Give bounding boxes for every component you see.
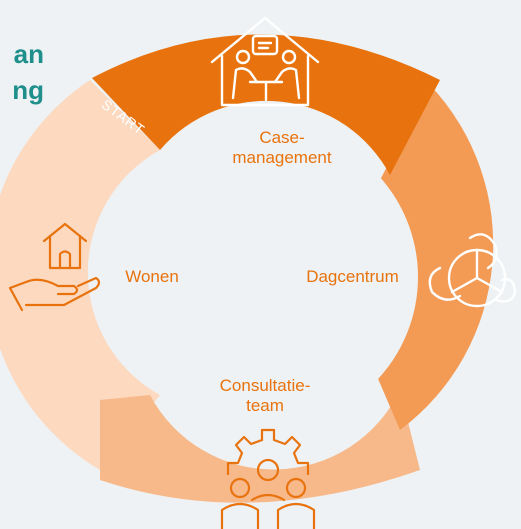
label-casemanagement-line-1: Case- — [259, 128, 305, 147]
label-dagcentrum: Dagcentrum — [306, 267, 399, 286]
heading-line-1: an — [13, 39, 44, 69]
heading-line-2: ng — [12, 75, 44, 105]
house-in-hand-icon — [8, 222, 101, 312]
center-circle — [118, 127, 418, 427]
label-wonen: Wonen — [125, 267, 179, 286]
team-gear-icon — [220, 428, 316, 529]
label-consultatieteam: Consultatie- team — [200, 376, 330, 416]
label-consultatieteam-line-2: team — [246, 396, 284, 415]
label-consultatieteam-line-1: Consultatie- — [219, 376, 311, 395]
segment-casemanagement — [92, 34, 440, 175]
label-casemanagement-line-2: management — [232, 148, 332, 167]
segment-consultatieteam — [100, 390, 420, 503]
hands-together-icon — [428, 233, 517, 308]
meeting-house-icon — [210, 16, 320, 107]
label-casemanagement: Case- management — [226, 128, 338, 168]
segment-wonen — [0, 80, 160, 470]
heading: an ng — [0, 36, 44, 108]
